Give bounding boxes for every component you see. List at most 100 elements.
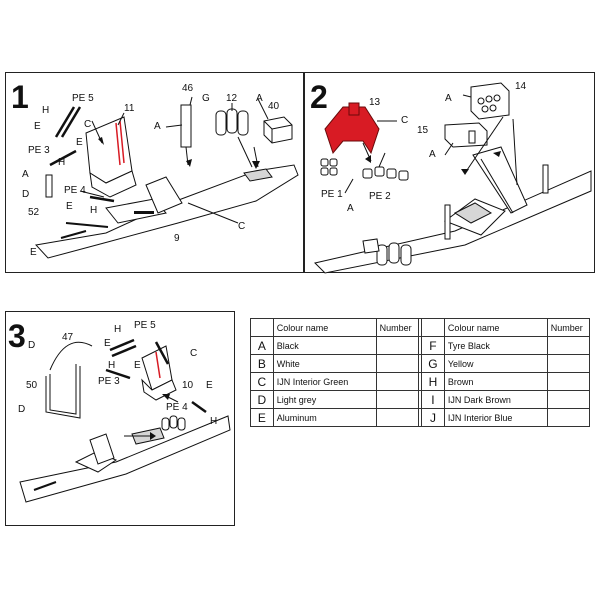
colour-name: Black [272,336,377,355]
colour-name: Light grey [272,390,377,409]
seat-red-detail [115,122,121,166]
step-1-diagram: PE 5 11 46 12 40 H E C A G PE 3 E H A D … [22,83,299,259]
callout: PE 5 [134,320,156,331]
rudder-bar [60,230,87,239]
callout: A [445,93,452,104]
colour-letter: B [250,354,274,373]
callout: A [154,121,161,132]
mount-area [243,168,273,182]
colour-number [546,336,591,355]
colour-letter: D [250,390,274,409]
post-part [542,164,549,194]
step-2-panel: 2 [304,72,595,274]
callout: E [30,247,37,258]
callout: 15 [417,125,429,136]
step-1-panel: 1 [5,72,304,273]
table-row: B White G Yellow [250,354,591,373]
callout: E [134,360,141,371]
colour-letter: J [421,408,445,427]
cockpit-floor [19,415,231,503]
callout: C [190,348,197,359]
table-row: E Aluminum J IJN Interior Blue [250,408,591,427]
colour-number [546,354,591,373]
pilot-seat-assembled [89,433,115,465]
callout: PE 2 [369,191,391,202]
colour-number [375,372,419,391]
callout: PE 3 [28,145,50,156]
gunsight [444,122,488,148]
mount-area [453,202,493,224]
rudder-bar [33,481,57,491]
step-number: 2 [310,79,328,115]
colour-name: Aluminum [272,408,377,427]
colour-number [375,408,419,427]
colour-name: Tyre Black [443,336,548,355]
pe-strip [54,106,76,138]
callout: A [256,93,263,104]
colour-name: IJN Interior Blue [443,408,548,427]
callout: G [202,93,210,104]
callout: PE 3 [98,376,120,387]
colour-letter: E [250,408,274,427]
callout: H [114,324,121,335]
platform-detail [134,211,154,214]
callout: C [401,115,408,126]
colour-name: IJN Interior Green [272,372,377,391]
callout: A [429,149,436,160]
post-part [444,204,451,240]
callout: A [22,169,29,180]
colour-name: Yellow [443,354,548,373]
table-header-row: Colour name Number Colour name Number [250,318,591,337]
callout: A [347,203,354,214]
bulkhead [145,176,183,214]
callout: H [58,157,65,168]
callout: E [206,380,213,391]
colour-number [375,336,419,355]
colour-number [546,372,591,391]
colour-letter: I [421,390,445,409]
callout: PE 4 [64,185,86,196]
table-header-letter [421,318,445,337]
canister [237,110,249,136]
colour-number [375,354,419,373]
colour-letter: A [250,336,274,355]
callout: 11 [124,103,135,114]
control-stick [180,104,192,148]
seat-frame [472,146,528,214]
colour-name: White [272,354,377,373]
canister [215,110,227,136]
callout: H [108,360,115,371]
canister [376,244,388,266]
colour-number [546,408,591,427]
callout: 13 [369,97,381,108]
table-header-colour-name: Colour name [272,318,377,337]
callout: 40 [268,101,280,112]
callout: 14 [515,81,527,92]
pe-strip [109,338,135,352]
callout: 12 [226,93,238,104]
table-row: A Black F Tyre Black [250,336,591,355]
colour-letter: H [421,372,445,391]
seat-frame [45,366,81,419]
callout: C [238,221,245,232]
post-part [45,174,53,198]
rod-part [65,222,109,228]
callout: PE 4 [166,402,188,413]
step-2-diagram: 13 C PE 1 A PE 2 A 14 15 A [314,81,592,274]
callout: H [210,416,217,427]
callout: E [66,201,73,212]
colour-name: IJN Dark Brown [443,390,548,409]
callout: E [34,121,41,132]
callout: 52 [28,207,40,218]
callout: PE 5 [72,93,94,104]
canister [226,108,238,134]
colour-letter: G [421,354,445,373]
callout: H [90,205,97,216]
pilot-seat [85,116,133,184]
colour-letter: F [421,336,445,355]
table-header-number: Number [375,318,419,337]
callout: E [104,338,111,349]
table-row: D Light grey I IJN Dark Brown [250,390,591,409]
canister [388,242,400,264]
step-number: 1 [11,79,29,115]
